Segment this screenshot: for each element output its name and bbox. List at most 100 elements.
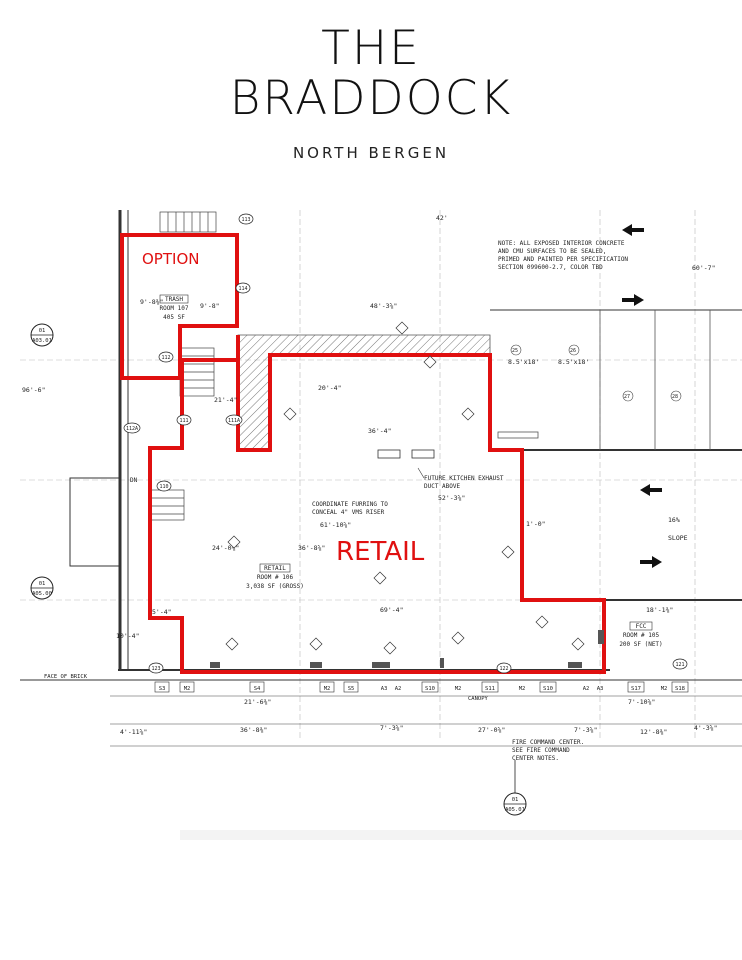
dim-9-8a: 9'-8⅜" [140, 297, 163, 306]
trash-room-number: ROOM 107 [160, 305, 189, 312]
tag-s5: S5 [348, 686, 355, 692]
section-marker-a05-00: 01 A05.00 [30, 576, 54, 600]
door-112: 112 [161, 355, 170, 361]
note-line-3: PRIMED AND PAINTED PER SPECIFICATION [498, 256, 628, 263]
door-121: 121 [675, 662, 684, 668]
dim-48: 48'-3⅝" [370, 302, 397, 310]
stall-num-27: 27 [624, 394, 630, 400]
door-112a: 112A [126, 426, 138, 432]
dim-21-4: 21'-4" [214, 396, 237, 404]
dim-42: 42' [436, 214, 448, 222]
tag-m2-e: M2 [661, 686, 668, 692]
dim-16: 16% [668, 516, 680, 524]
subtitle: NORTH BERGEN [292, 144, 450, 162]
dim-7-3: 7'-3⅝" [380, 724, 403, 732]
tag-s17: S17 [631, 686, 641, 692]
dim-18: 18'-1⅜" [646, 605, 673, 614]
section-marker-a05-01: 01 A05.01 [503, 760, 527, 816]
dim-4-11: 4'-11⅝" [120, 728, 147, 736]
fire-note-1: FIRE COMMAND CENTER. [512, 739, 584, 746]
dim-36-4: 36'-4" [368, 427, 391, 435]
section-a05-01-ref: A05.01 [505, 807, 525, 813]
arrow-right-icon [640, 556, 662, 568]
door-123: 123 [151, 666, 160, 672]
arrow-left-icon [640, 484, 662, 496]
canopy-label: CANOPY [468, 696, 489, 702]
dim-52: 52'-3⅝" [438, 494, 465, 502]
retail-room-name: RETAIL [264, 565, 286, 572]
kitchen-note-2: DUCT ABOVE [424, 483, 461, 490]
dimensions: 42' 48'-3⅝" 9'-8⅜" 9'-8" 21'-4" 20'-4" 3… [22, 214, 742, 747]
hatched-area [237, 334, 491, 451]
stall-size-2: 8.5'x18' [558, 358, 589, 366]
face-of-brick-label: FACE OF BRICK [44, 674, 88, 680]
arrow-right-icon [622, 294, 644, 306]
door-110: 110 [159, 484, 168, 490]
fcc-room-name: FCC [636, 623, 647, 630]
edge-fixtures [210, 630, 604, 668]
retail-room-area: 3,038 SF (GROSS) [246, 583, 304, 590]
direction-arrows [622, 224, 662, 568]
column-markers [225, 321, 585, 655]
tag-s11: S11 [485, 686, 495, 692]
retail-outline-upper [236, 335, 490, 452]
furring-note-2: CONCEAL 4" VMS RISER [312, 509, 385, 516]
tag-s18: S18 [675, 686, 685, 692]
tag-s10-a: S10 [425, 686, 435, 692]
tag-s10-b: S10 [543, 686, 553, 692]
stall-size-1: 8.5'x18' [508, 358, 539, 366]
dim-96: 96'-6" [22, 386, 45, 394]
tag-a2-a: A2 [395, 686, 402, 692]
dim-7-3b: 7'-3⅝" [574, 726, 597, 734]
dim-slope: SLOPE [668, 534, 688, 542]
door-113: 113 [241, 217, 250, 223]
door-114: 114 [238, 286, 247, 292]
tag-m2-d: M2 [519, 686, 526, 692]
tag-a2-b: A2 [583, 686, 590, 692]
dim-10-4: 10'-4" [116, 632, 139, 640]
tag-s4: S4 [254, 686, 261, 692]
fcc-room-area: 200 SF (NET) [619, 641, 662, 648]
stall-num-25: 25 [512, 348, 518, 354]
trash-room-name: TRASH [165, 296, 183, 303]
door-111a: 111A [228, 418, 240, 424]
parking-stalls [497, 310, 711, 450]
arrow-left-icon [622, 224, 644, 236]
option-outline [120, 233, 239, 380]
tag-m2-b: M2 [324, 686, 331, 692]
tag-a3-b: A3 [597, 686, 604, 692]
dim-36-8: 36'-8⅝" [298, 544, 325, 552]
stall-num-28: 28 [672, 394, 678, 400]
title-line-2: BRADDOCK [229, 71, 513, 126]
note-line-2: AND CMU SURFACES TO BE SEALED, [498, 248, 606, 255]
dim-60: 60'-7" [692, 264, 715, 272]
stairs [149, 211, 217, 521]
fcc-room-number: ROOM # 105 [623, 632, 660, 639]
dim-9-8b: 9'-8" [200, 302, 220, 310]
dim-1-0: 1'-0" [526, 520, 546, 528]
door-tags: 113 114 112 111 111A 112A 110 123 122 12… [123, 213, 688, 674]
fire-note-3: CENTER NOTES. [512, 755, 559, 762]
dim-7-10: 7'-10⅝" [628, 698, 655, 706]
dn-label: DN [130, 477, 138, 484]
section-a05-00-ref: A05.00 [32, 591, 52, 597]
section-marker-a03: 01 A03.01 [30, 323, 54, 347]
dim-5-4: 5'-4" [152, 608, 172, 616]
dim-36-8b: 36'-8⅜" [240, 725, 267, 734]
fire-note-2: SEE FIRE COMMAND [512, 747, 570, 754]
retail-label: RETAIL [336, 537, 425, 567]
section-a05-00-num: 01 [39, 581, 46, 587]
dim-69: 69'-4" [380, 606, 403, 614]
note-block: NOTE: ALL EXPOSED INTERIOR CONCRETE AND … [498, 240, 628, 271]
retail-room-number: ROOM # 106 [257, 574, 294, 581]
option-label: OPTION [142, 250, 199, 268]
column-tags: S3 M2 S4 M2 S5 A3 A2 S10 M2 S11 M2 S10 A… [154, 681, 689, 693]
floor-plan: OPTION RETAIL NOTE: ALL EXPOSED INTERIOR… [20, 210, 742, 840]
tag-m2-a: M2 [184, 686, 191, 692]
door-122: 122 [499, 666, 508, 672]
tag-m2-c: M2 [455, 686, 462, 692]
grid-lines [20, 210, 742, 740]
dim-24: 24'-0⅜" [212, 543, 239, 552]
dim-12-8: 12'-8⅜" [640, 727, 667, 736]
annotations: FUTURE KITCHEN EXHAUST DUCT ABOVE COORDI… [312, 449, 584, 762]
